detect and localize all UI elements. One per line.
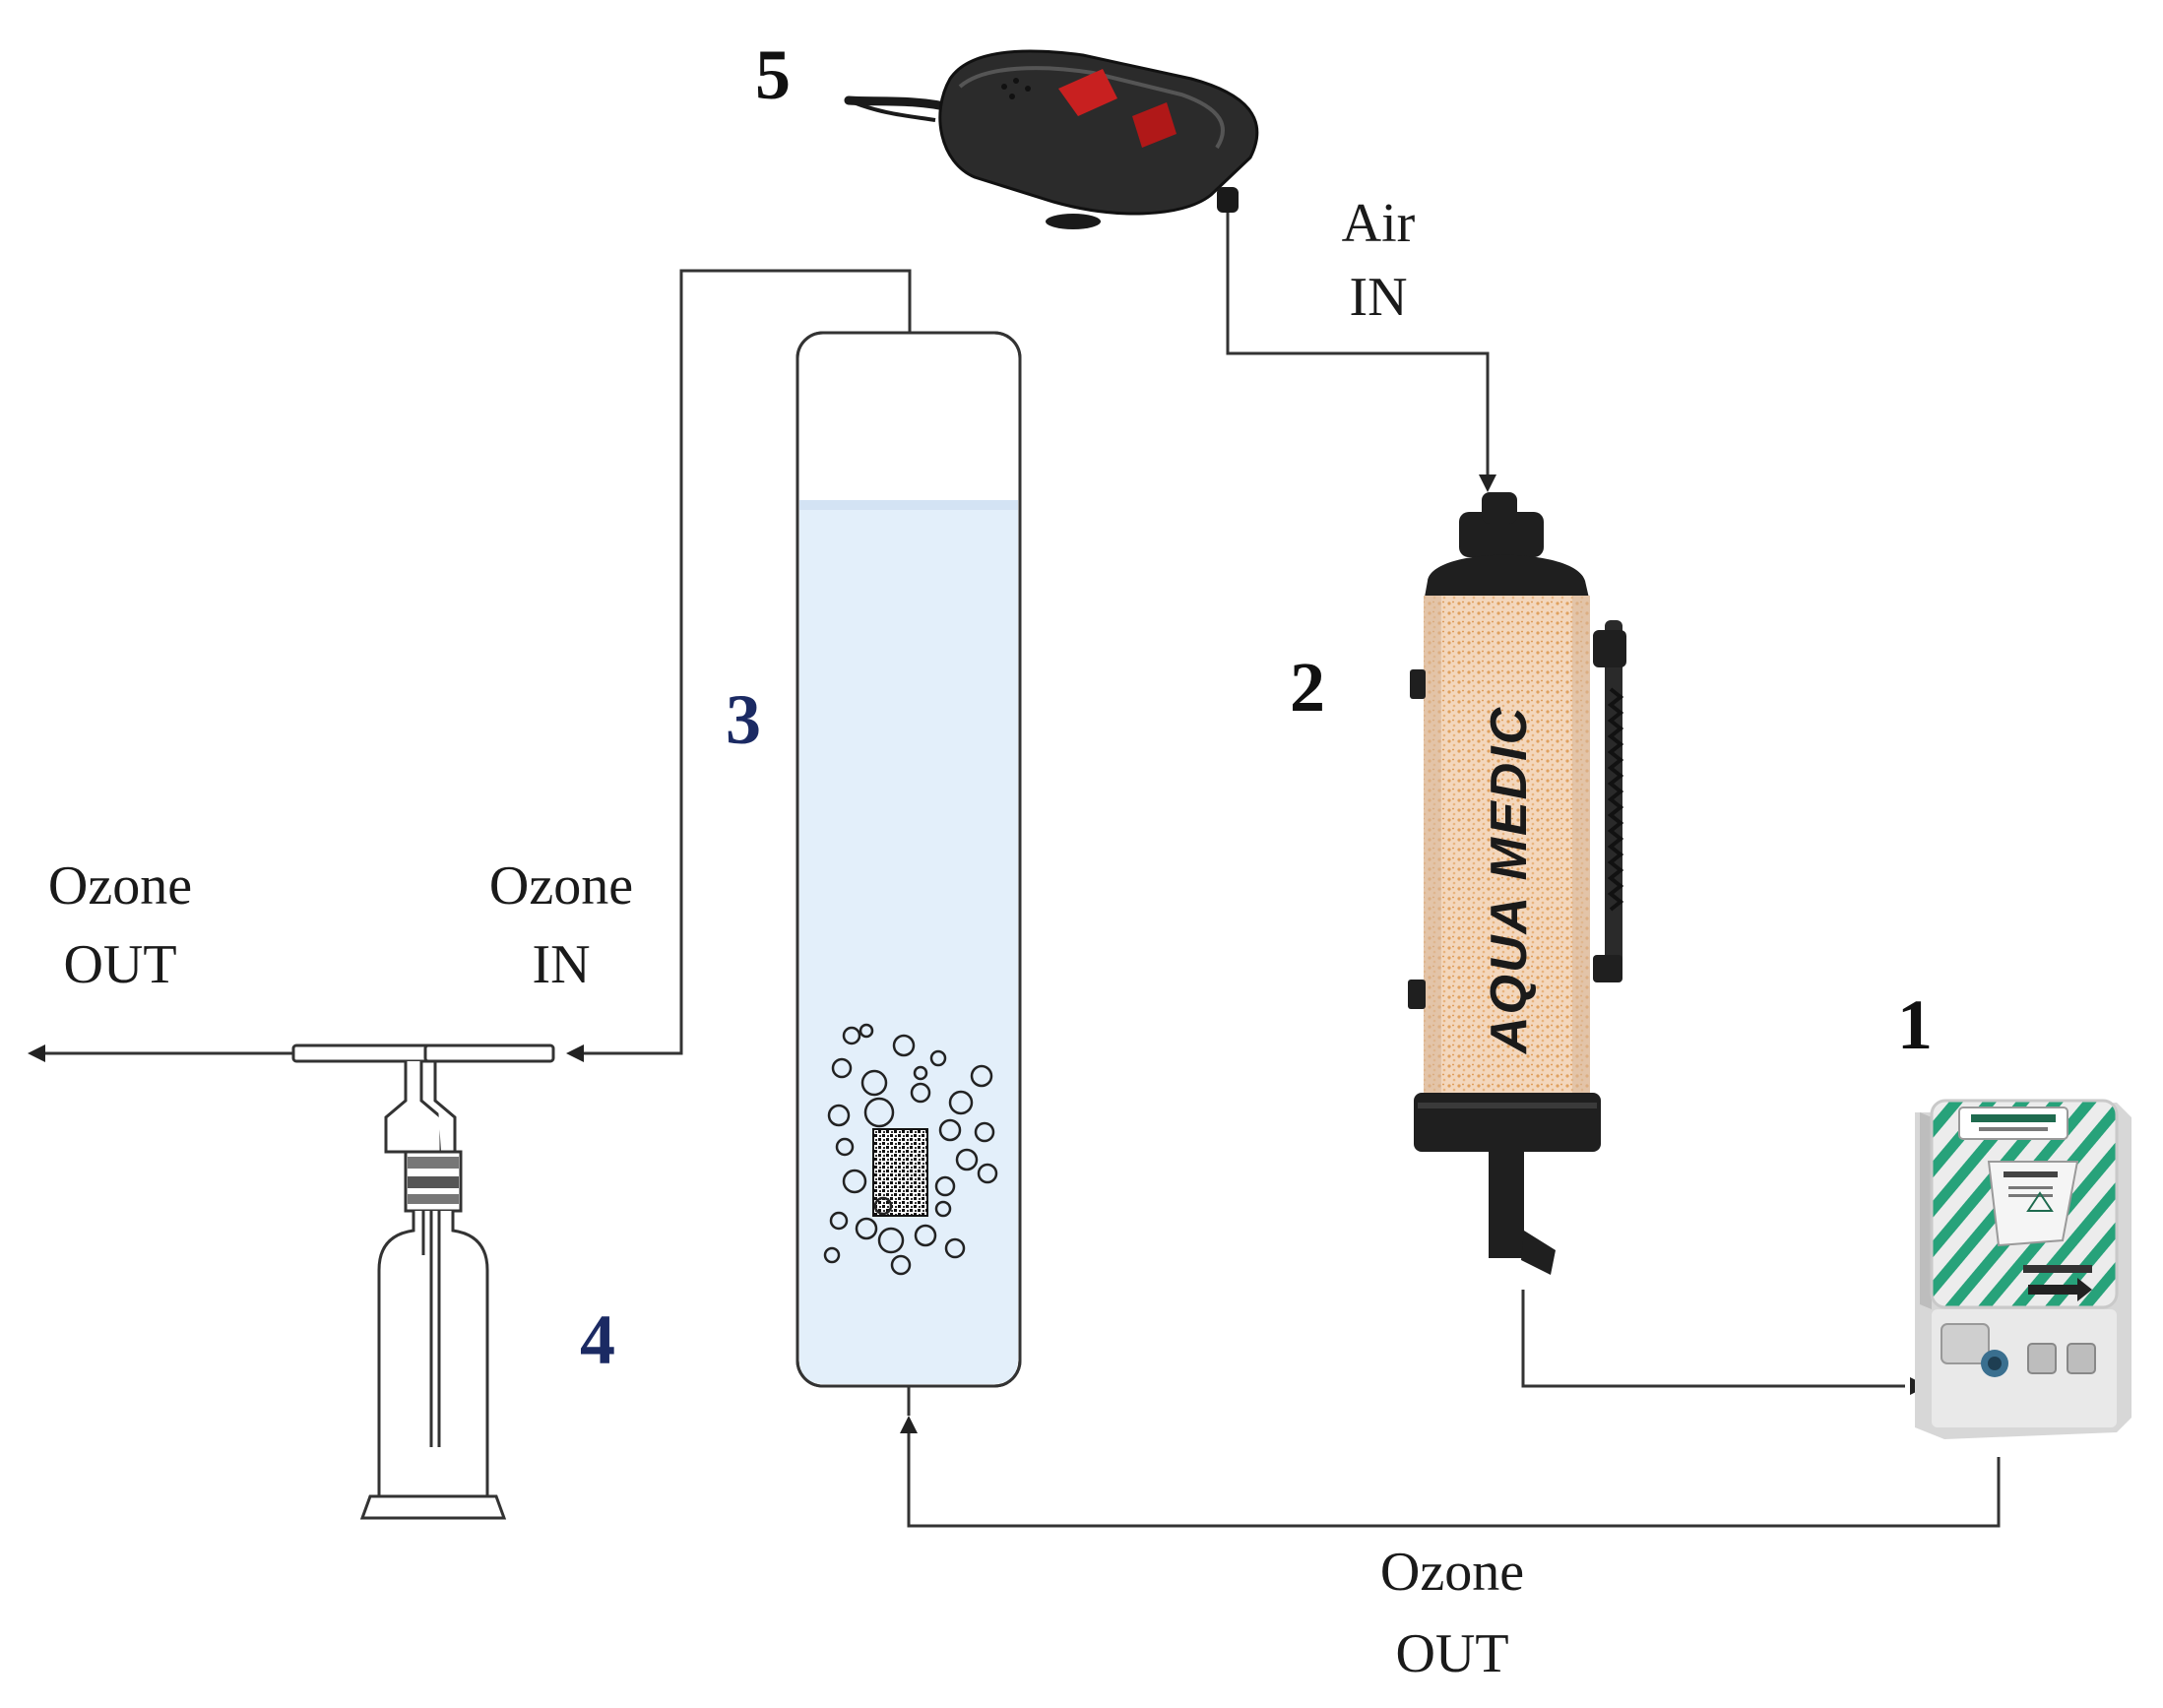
- ozone-generator-icon: [1915, 1099, 2131, 1439]
- ozone-in-label-line1: Ozone: [489, 855, 633, 917]
- column-to-bottle-pipe: [579, 269, 912, 1055]
- component-number-1: 1: [1897, 985, 1933, 1064]
- gas-washing-bottle-icon: [291, 1044, 555, 1520]
- filter-to-generator-pipe: [1521, 1290, 1905, 1388]
- air-dryer-filter-icon: AQUA MEDIC: [1408, 492, 1626, 1275]
- bubble-column-icon: [795, 331, 1022, 1388]
- bottle-outlet-arrowhead: [28, 1044, 45, 1062]
- component-number-2: 2: [1290, 648, 1325, 727]
- bottle-inlet-arrowhead: [566, 1044, 584, 1062]
- generator-to-column-pipe: [907, 1432, 2001, 1528]
- gas-diffuser: [872, 1128, 928, 1217]
- ozone-in-label-line2: IN: [532, 934, 590, 995]
- ozone-out-bottom-label-line1: Ozone: [1380, 1542, 1524, 1603]
- air-in-arrowhead: [1479, 474, 1496, 492]
- air-in-label-line2: IN: [1349, 267, 1407, 328]
- air-in-pipe: [1226, 203, 1490, 484]
- column-inlet-arrowhead: [900, 1416, 918, 1433]
- component-number-3: 3: [726, 680, 761, 759]
- component-number-5: 5: [755, 35, 791, 114]
- filter-brand-text: AQUA MEDIC: [1481, 706, 1538, 1055]
- gas-bubbles: [823, 1023, 998, 1276]
- component-number-4: 4: [580, 1300, 615, 1379]
- air-in-label-line1: Air: [1342, 193, 1416, 254]
- ozone-out-left-label-line2: OUT: [63, 934, 176, 995]
- air-pump-icon: [844, 49, 1259, 229]
- ozone-out-bottom-label-line2: OUT: [1395, 1623, 1508, 1684]
- ozone-out-left-label-line1: Ozone: [48, 855, 192, 917]
